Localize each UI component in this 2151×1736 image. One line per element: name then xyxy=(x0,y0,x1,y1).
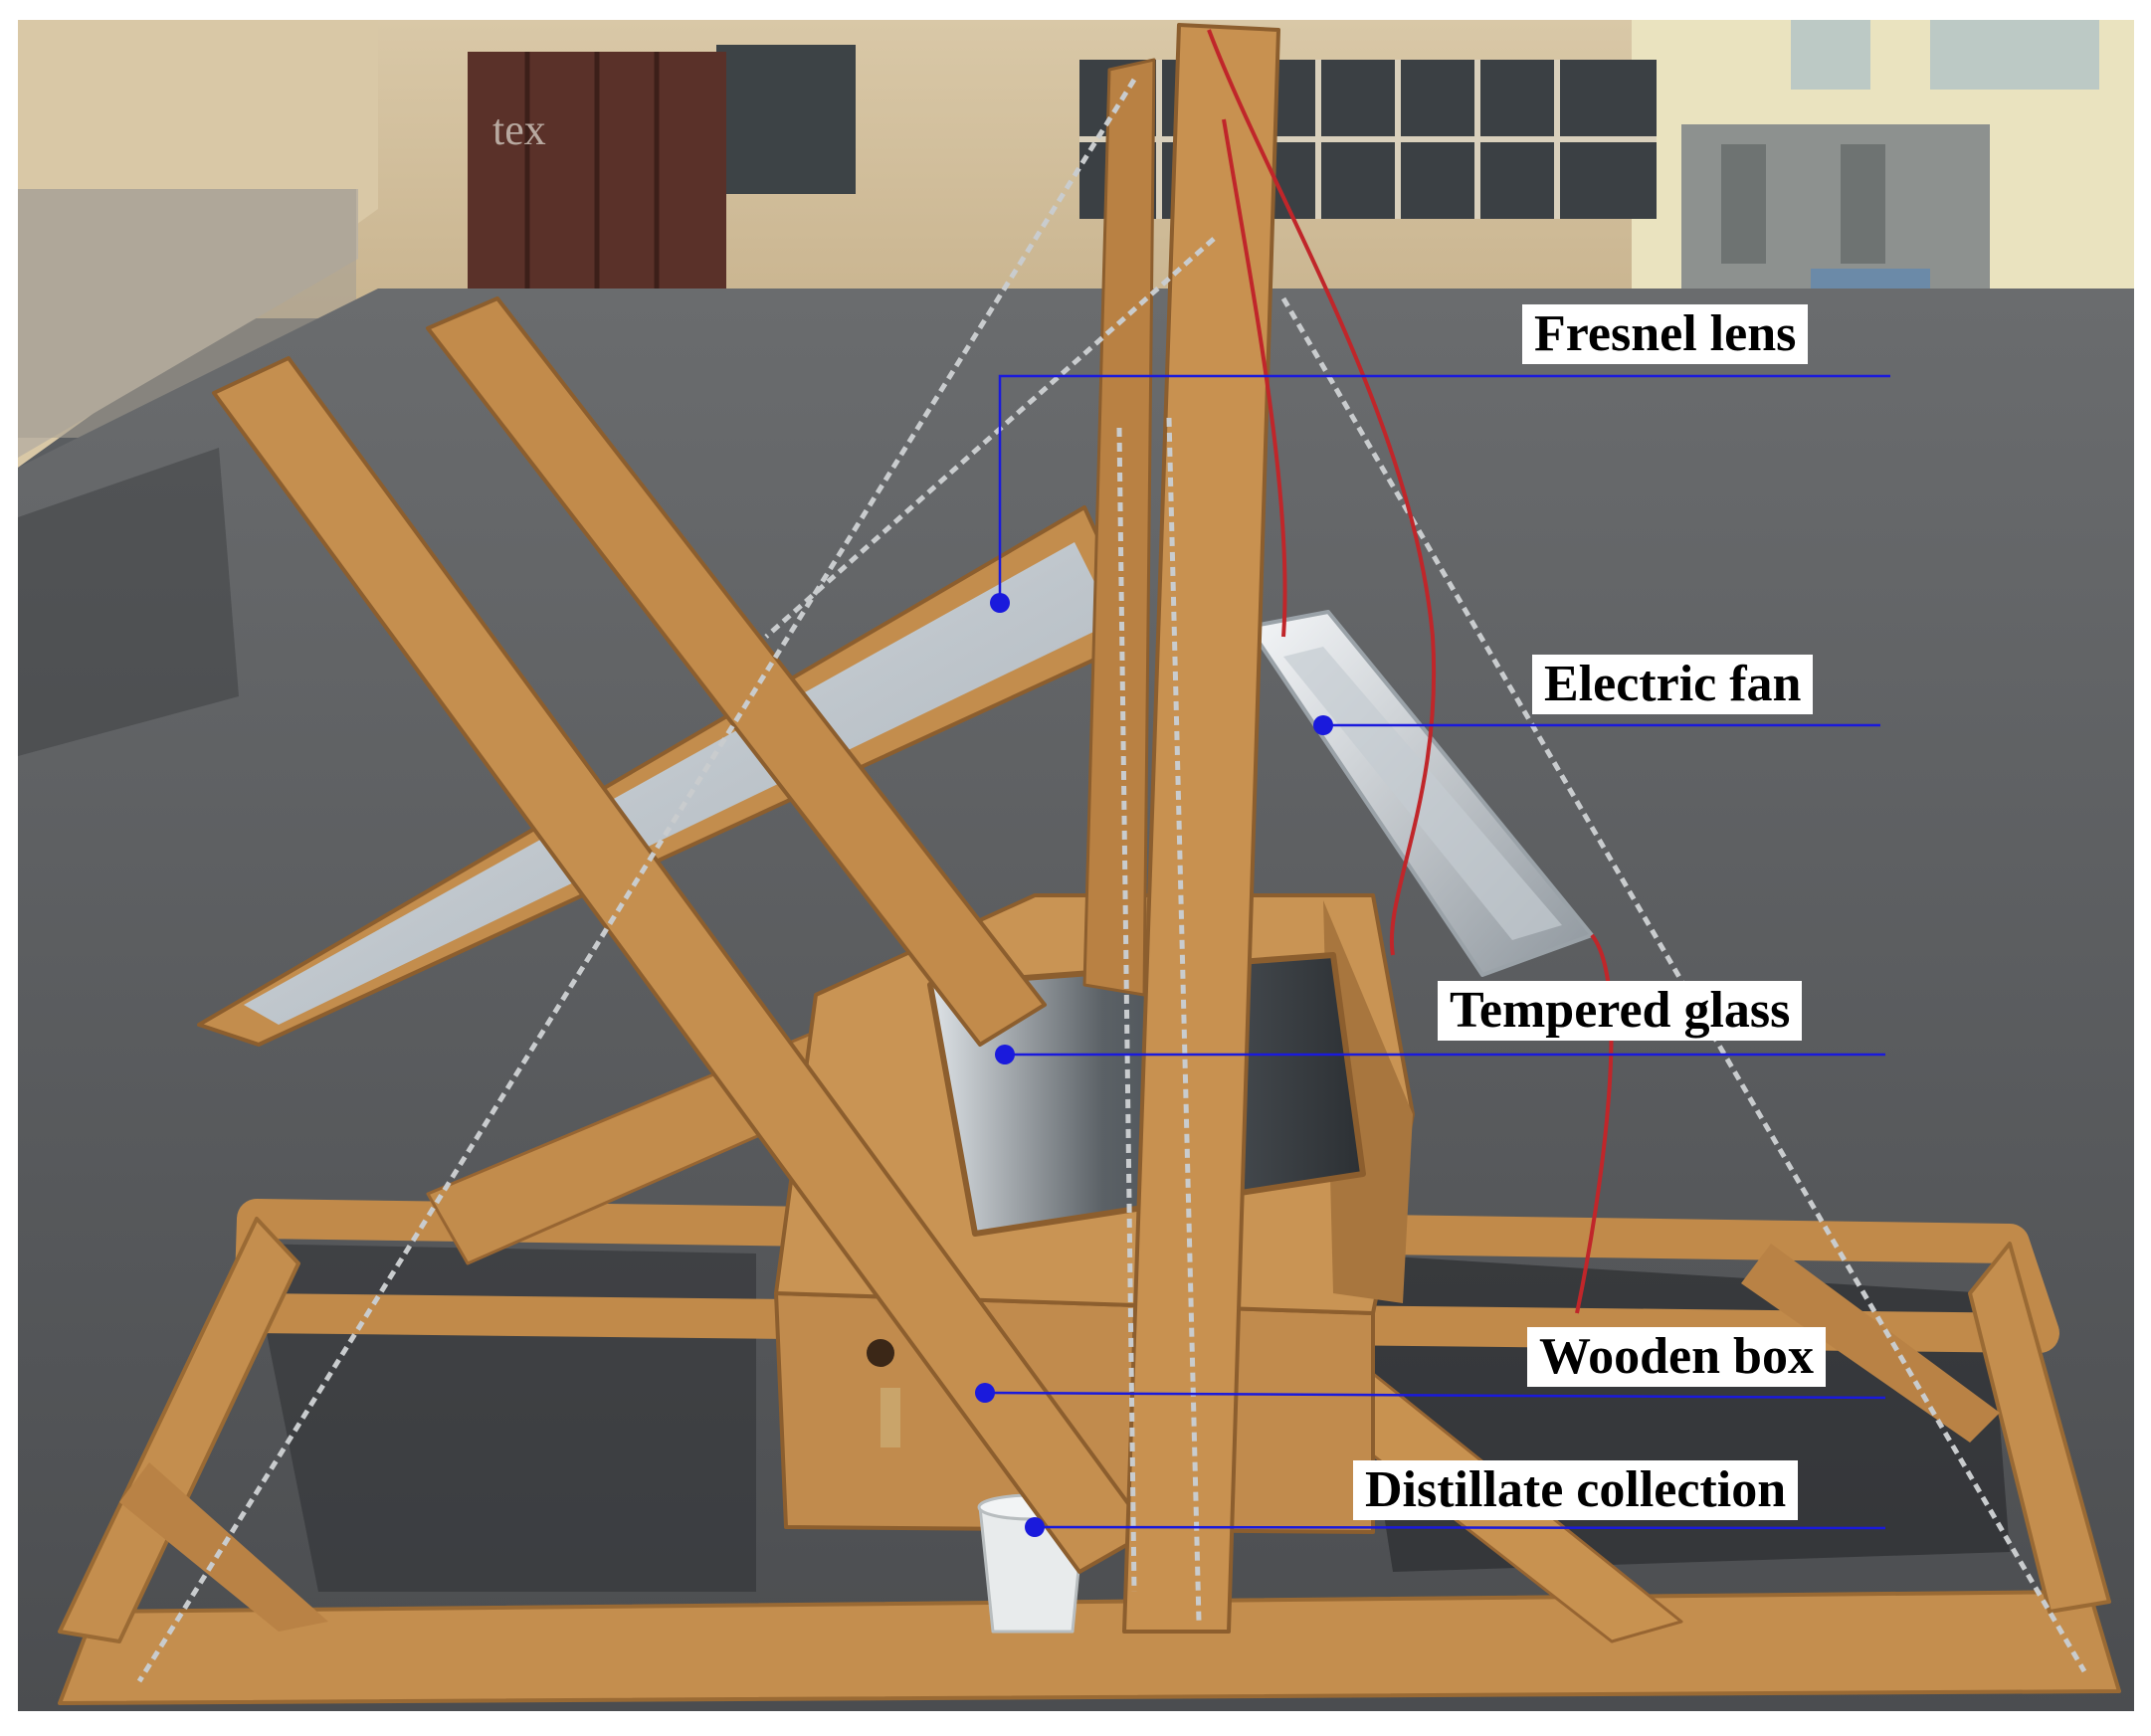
wooden-box-leader xyxy=(984,1391,1886,1400)
distillate-collection-marker xyxy=(1025,1517,1045,1537)
tempered-glass-marker xyxy=(995,1045,1015,1064)
label-tempered-glass: Tempered glass xyxy=(1438,981,1803,1041)
fresnel-lens-leader xyxy=(998,374,1890,603)
label-distillate-collection: Distillate collection xyxy=(1353,1460,1799,1520)
container-marking: tex xyxy=(492,105,546,154)
wooden-box-marker xyxy=(975,1383,995,1403)
label-wooden-box: Wooden box xyxy=(1527,1327,1826,1387)
label-electric-fan: Electric fan xyxy=(1532,655,1814,714)
solar-still-rig xyxy=(58,23,2121,1705)
fresnel-lens-marker xyxy=(990,593,1010,613)
shipping-container: tex xyxy=(468,52,726,330)
electric-fan-marker xyxy=(1313,715,1333,735)
distillate-collection-leader xyxy=(1034,1525,1886,1530)
label-fresnel-lens: Fresnel lens xyxy=(1522,304,1809,364)
